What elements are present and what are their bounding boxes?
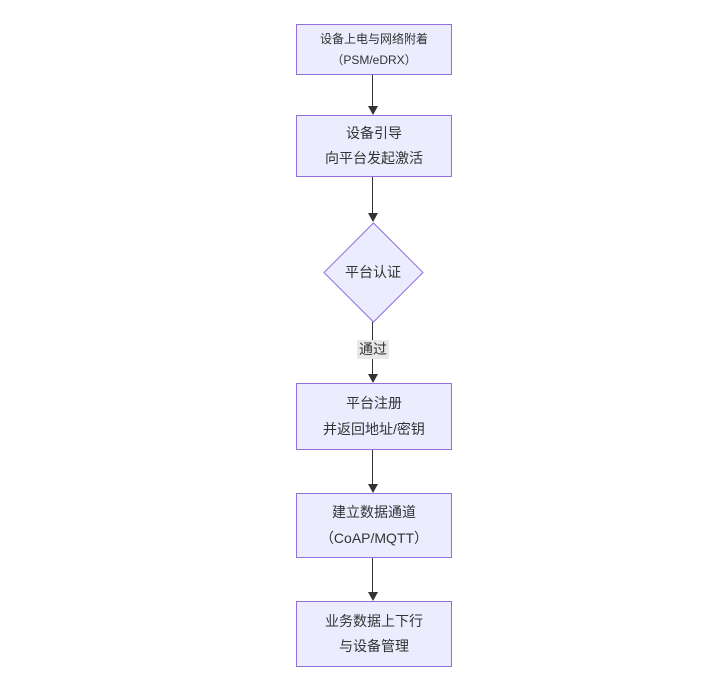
node-device-bootstrap: 设备引导 向平台发起激活	[296, 115, 452, 177]
edge-power-to-bootstrap	[372, 75, 373, 107]
edge-channel-to-business	[372, 558, 373, 593]
node-platform-auth: 平台认证	[322, 221, 424, 323]
arrowhead-down-icon	[368, 592, 378, 601]
arrowhead-down-icon	[368, 484, 378, 493]
arrowhead-down-icon	[368, 213, 378, 222]
node-data-channel-label: 建立数据通道 （CoAP/MQTT）	[319, 504, 429, 546]
node-business-data-label: 业务数据上下行 与设备管理	[325, 612, 423, 654]
node-platform-register: 平台注册 并返回地址/密钥	[296, 383, 452, 450]
node-platform-register-label: 平台注册 并返回地址/密钥	[323, 395, 425, 437]
node-device-bootstrap-label: 设备引导 向平台发起激活	[325, 124, 423, 166]
node-data-channel: 建立数据通道 （CoAP/MQTT）	[296, 493, 452, 558]
arrowhead-down-icon	[368, 374, 378, 383]
edge-register-to-channel	[372, 450, 373, 485]
edge-label-pass: 通过	[357, 340, 389, 359]
edge-bootstrap-to-auth	[372, 177, 373, 214]
node-power-network-attach: 设备上电与网络附着 （PSM/eDRX）	[296, 24, 452, 75]
node-platform-auth-label: 平台认证	[345, 264, 401, 280]
arrowhead-down-icon	[368, 106, 378, 115]
node-power-network-attach-label: 设备上电与网络附着 （PSM/eDRX）	[319, 32, 428, 67]
node-business-data: 业务数据上下行 与设备管理	[296, 601, 452, 667]
